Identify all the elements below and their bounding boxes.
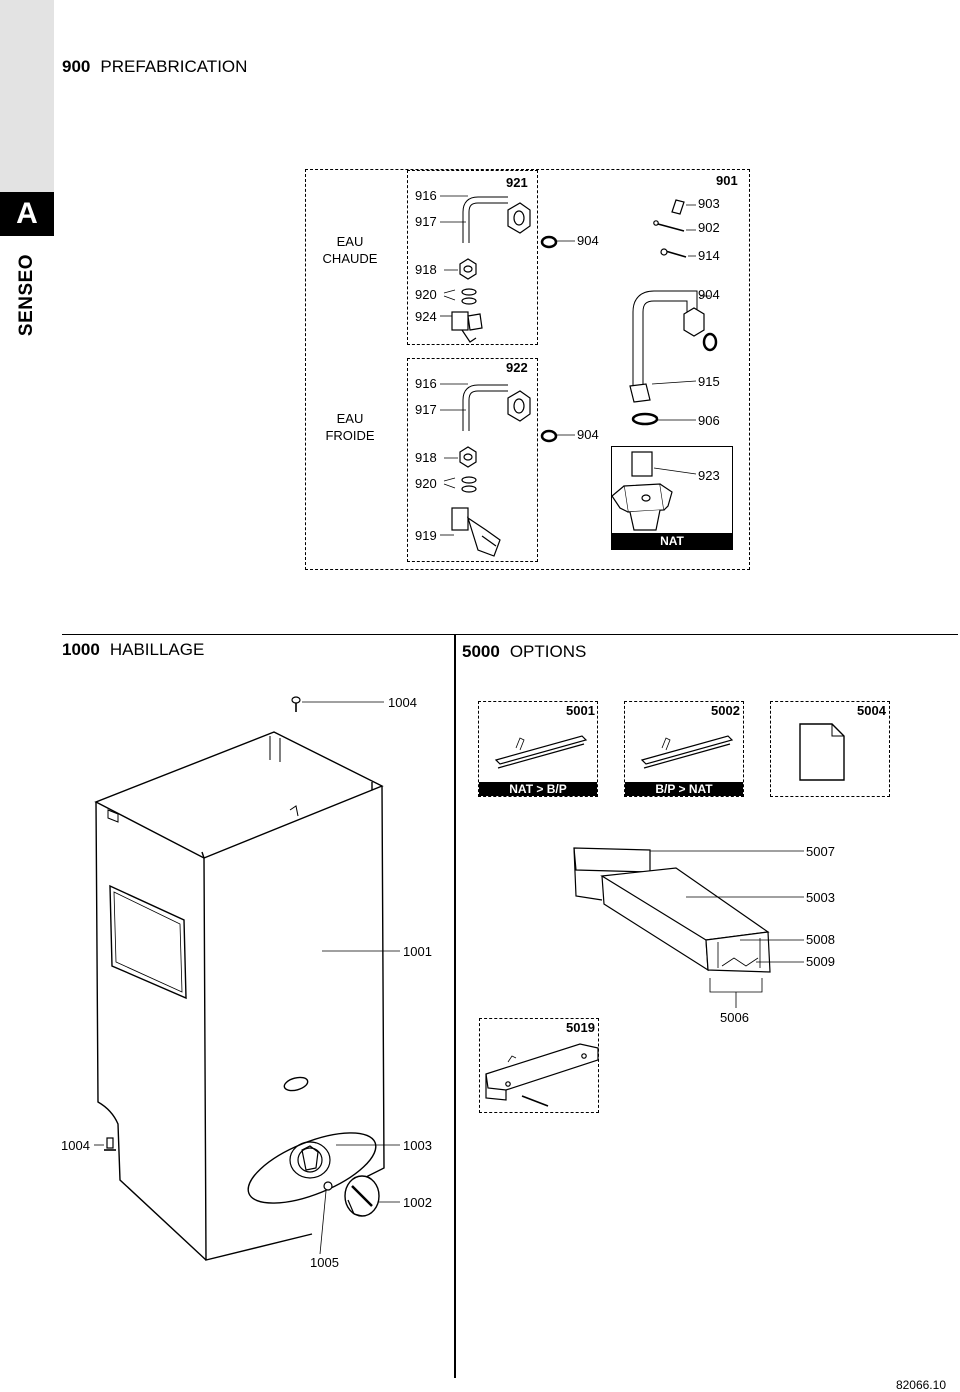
part-label: 916 [415,188,437,203]
section-5000-name: OPTIONS [509,642,587,661]
kit-921-box [407,170,538,345]
part-label: 1005 [310,1255,339,1270]
leader-line [443,269,458,301]
part-label: 5007 [806,844,835,859]
section-900-title: 900 PREFABRICATION [62,57,247,77]
leader-line [653,467,697,475]
group-hot-line2: CHAUDE [322,251,378,266]
group-cold-line1: EAU [336,411,364,426]
kit-5019-label: 5019 [566,1020,595,1035]
column-divider [454,634,456,1378]
knob-drawing [344,1175,380,1217]
part-label: 916 [415,376,437,391]
kit-5002-label: 5002 [711,703,740,718]
hot-valve-drawing [451,311,483,343]
part-label: 923 [698,468,720,483]
part-label: 903 [698,196,720,211]
leader-line [443,457,458,489]
kit-922-label: 922 [506,360,528,375]
part-label: 917 [415,402,437,417]
screw-1004-icon [291,696,301,712]
section-1000-title: 1000 HABILLAGE [62,640,204,660]
kit-922-box [407,358,538,562]
kit-5004-box [770,701,890,797]
cold-valve-drawing [451,507,501,557]
section-divider [62,634,958,635]
part-label: 5003 [806,890,835,905]
control-panel-drawing [247,1132,377,1204]
part-label: 920 [415,476,437,491]
part-label: 1004 [388,695,417,710]
hot-nut-drawing [459,258,477,305]
part-label: 5008 [806,932,835,947]
hot-elbow-pipe-drawing [462,196,531,243]
right-pipe-drawing [629,290,718,426]
part-label: 1002 [403,1195,432,1210]
kit-5002-box [624,701,744,797]
washer-icon [540,235,558,249]
nat-to-bp-bar: NAT > B/P [479,782,597,796]
leader-line [709,978,763,1008]
part-label: 904 [698,287,720,302]
part-label: 1001 [403,944,432,959]
group-cold-line2: FROIDE [325,428,375,443]
cold-elbow-pipe-drawing [462,384,531,431]
section-900-name: PREFABRICATION [100,57,248,76]
section-5000-title: 5000 OPTIONS [462,642,586,662]
group-cold: EAU FROIDE [318,410,382,444]
washer-icon [540,429,558,443]
section-5000-number: 5000 [462,642,500,661]
cold-nut-drawing [459,446,477,493]
part-label: 906 [698,413,720,428]
kit-5004-label: 5004 [857,703,886,718]
rail-5001-drawing [494,735,588,769]
section-1000-name: HABILLAGE [109,640,205,659]
group-hot-line1: EAU [336,234,364,249]
leader-line [686,204,696,257]
bracket-5007-drawing [573,847,651,901]
part-label: 5009 [806,954,835,969]
part-label: 914 [698,248,720,263]
part-label: 1003 [403,1138,432,1153]
part-label: 917 [415,214,437,229]
bp-to-nat-bar: B/P > NAT [625,782,743,796]
part-label: 919 [415,528,437,543]
part-label: 902 [698,220,720,235]
housing-drawing [94,731,385,1261]
sidebar-tab [0,0,54,192]
leader-line [740,939,804,963]
part-label: 904 [577,427,599,442]
right-kit-small-parts [653,199,687,258]
part-label: 1004 [61,1138,90,1153]
casing-5003-drawing [600,867,771,973]
bracket-5019-drawing [485,1043,599,1107]
leader-line [319,1190,327,1255]
section-900-number: 900 [62,57,91,76]
part-label: 924 [415,309,437,324]
group-hot: EAU CHAUDE [318,233,382,267]
kit-5001-box [478,701,598,797]
prefab-frame [305,169,750,570]
part-label: 5006 [720,1010,749,1025]
section-1000-number: 1000 [62,640,100,659]
leader-line [651,295,710,421]
kit-921-label: 921 [506,175,528,190]
kit-5019-box [479,1018,599,1113]
rail-5002-drawing [640,735,734,769]
part-label: 918 [415,450,437,465]
part-label: 904 [577,233,599,248]
screw-1004b-icon [104,1137,116,1151]
document-icon [799,723,845,781]
part-label: 920 [415,287,437,302]
nat-bar: NAT [611,533,733,550]
screw-1005-icon [323,1181,333,1191]
nat-valve-drawing [611,451,673,531]
part-label: 915 [698,374,720,389]
document-code: 82066.10 [895,1378,946,1392]
section-letter: A [0,192,54,236]
kit-5001-label: 5001 [566,703,595,718]
part-label: 918 [415,262,437,277]
kit-901-label: 901 [716,173,738,188]
